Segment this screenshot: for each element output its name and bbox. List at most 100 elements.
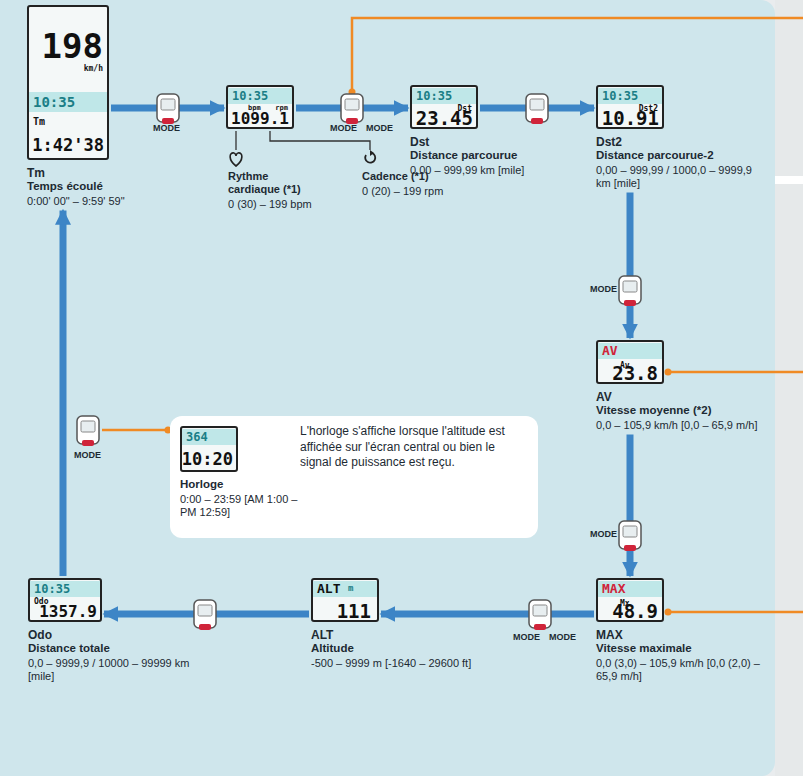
lcd-screen: 10:35Dst23.45 — [410, 85, 478, 129]
lcd-text: m — [348, 584, 353, 593]
lcd-screen: ALT m 111 — [311, 578, 379, 622]
value-range: 0,0 – 9999,9 / 10000 – 99999 km [mile] — [28, 657, 193, 683]
flow-arrow — [627, 434, 634, 576]
caption: Horloge0:00 – 23:59 [AM 1:00 – PM 12:59] — [180, 478, 305, 519]
sensor-caption: 0 (20) – 199 rpm — [362, 185, 443, 198]
caption: Dst2Distance parcourue-20,00 – 999,99 / … — [596, 135, 761, 191]
button-label: MODE — [153, 123, 180, 133]
mode-button-icon — [529, 600, 551, 630]
caption-title: Temps écoulé — [27, 180, 125, 194]
caption-title: Vitesse moyenne (*2) — [596, 404, 757, 418]
caption-title: Dst — [410, 135, 524, 149]
distance-screen: 10:35Dst23.45DstDistance parcourue0,00 –… — [410, 85, 524, 177]
value-range: 0:00 – 23:59 [AM 1:00 – PM 12:59] — [180, 493, 305, 519]
lcd-text: 198 — [42, 29, 103, 63]
lcd-screen: 364 10:20 — [180, 426, 238, 472]
leader-dots — [165, 89, 672, 616]
lcd-text: AV — [602, 344, 618, 357]
mode-button-icon — [526, 94, 548, 124]
caption-title: Tm — [27, 166, 125, 180]
max-speed-screen: MAXMx48.9MAXVitesse maximale0,0 (3,0) – … — [596, 578, 761, 684]
lcd-text: 23.45 — [416, 109, 473, 128]
lcd-screen: 10:35bpmrpm1099.1 — [226, 85, 294, 129]
cadence-icon-head — [370, 150, 374, 156]
leader-lines — [102, 18, 803, 612]
value-range: 0,00 – 999,99 / 1000,0 – 9999,9 km [mile… — [596, 164, 761, 190]
lcd-screen: 10:35Odo1357.9 — [28, 578, 102, 622]
lcd-text: ALT — [317, 582, 340, 595]
elapsed-time-screen: 198km/h10:35Tm1:42'38TmTemps écoulé0:00'… — [27, 5, 125, 208]
flow-arrow — [381, 611, 594, 618]
lcd-text: 111 — [337, 602, 371, 621]
button-label: MODE — [590, 529, 617, 539]
note-text: L'horloge s'affiche lorsque l'altitude e… — [300, 424, 528, 471]
odometer-screen: 10:35Odo1357.9OdoDistance totale0,0 – 99… — [28, 578, 193, 684]
caption-title: Distance parcourue-2 — [596, 149, 761, 163]
caption: ALTAltitude-500 – 9999 m [-1640 – 29600 … — [311, 628, 471, 670]
hr-leaders — [236, 131, 370, 150]
average-speed-screen: AVAv23.8AVVitesse moyenne (*2)0,0 – 105,… — [596, 340, 757, 432]
caption-title: Distance totale — [28, 642, 193, 656]
lcd-text: 10:20 — [182, 451, 233, 468]
lcd-text: 10:35 — [34, 583, 70, 595]
caption: AVVitesse moyenne (*2)0,0 – 105,9 km/h [… — [596, 390, 757, 432]
panel — [0, 0, 775, 776]
value-range: 0,0 (3,0) – 105,9 km/h [0,0 (2,0) – 65,9… — [596, 657, 761, 683]
caption-title: MAX — [596, 628, 761, 642]
distance2-screen: 10:35Dst210.91Dst2Distance parcourue-20,… — [596, 85, 761, 191]
caption: TmTemps écoulé0:00' 00" – 9:59' 59" — [27, 166, 125, 208]
lcd-text: km/h — [84, 65, 103, 73]
caption-title: Distance parcourue — [410, 149, 524, 163]
flow-arrow — [60, 210, 67, 576]
caption-title: Odo — [28, 628, 193, 642]
lcd-text: 364 — [186, 431, 208, 443]
sensor-caption: 0 (30) – 199 bpm — [228, 198, 312, 211]
caption-title: Dst2 — [596, 135, 761, 149]
value-range: -500 – 9999 m [-1640 – 29600 ft] — [311, 657, 471, 670]
value-range: 0,0 – 105,9 km/h [0,0 – 65,9 m/h] — [596, 419, 757, 432]
lcd-screen: 198 km/h 10:35Tm 1:42'38 — [27, 5, 109, 160]
button-label: MODE — [74, 450, 101, 460]
lcd-text: 1357.9 — [39, 604, 97, 620]
mode-button-icon — [157, 94, 179, 124]
lcd-text: 10:35 — [33, 95, 75, 109]
side-divider — [775, 176, 803, 184]
side-strip — [775, 0, 803, 776]
lcd-text: 23.8 — [612, 364, 658, 383]
caption-title: Horloge — [180, 478, 305, 492]
caption-title: Vitesse maximale — [596, 642, 761, 656]
button-label: MODE — [513, 632, 540, 642]
lcd-text: 1:42'38 — [32, 137, 104, 154]
button-label: MODE — [366, 123, 393, 133]
clock-callout: 364 10:20Horloge0:00 – 23:59 [AM 1:00 – P… — [170, 416, 538, 538]
lcd-text: 10.91 — [602, 109, 659, 128]
lcd-screen: AVAv23.8 — [596, 340, 664, 384]
lcd-text: 10:35 — [602, 90, 638, 102]
lcd-text: 10:35 — [416, 90, 452, 102]
caption-title: Altitude — [311, 642, 471, 656]
lcd-screen: MAXMx48.9 — [596, 578, 664, 622]
caption: OdoDistance totale0,0 – 9999,9 / 10000 –… — [28, 628, 193, 684]
sensor-caption: Rythme cardiaque (*1) — [228, 170, 320, 195]
lcd-text: 109 — [231, 111, 260, 127]
heart-cadence-screen: 10:35bpmrpm1099.1 — [226, 85, 294, 129]
value-range: 0:00' 00" – 9:59' 59" — [27, 195, 125, 208]
lcd-text: MAX — [602, 582, 625, 595]
caption-title: AV — [596, 390, 757, 404]
lcd-text: 9.1 — [260, 111, 289, 127]
lcd-text: 48.9 — [612, 602, 658, 621]
button-label: MODE — [330, 123, 357, 133]
heart-icon — [230, 153, 242, 166]
mode-button-icon — [619, 276, 641, 306]
sensor-caption: Cadence (*1) — [362, 170, 429, 183]
button-label: MODE — [590, 284, 617, 294]
mode-button-icon — [619, 521, 641, 551]
caption-title: ALT — [311, 628, 471, 642]
lcd-text: Tm — [33, 117, 45, 127]
caption: MAXVitesse maximale0,0 (3,0) – 105,9 km/… — [596, 628, 761, 684]
mode-button-icon — [194, 600, 216, 630]
mode-button-icon — [341, 94, 363, 124]
lcd-text: 10:35 — [232, 90, 268, 102]
button-label: MODE — [549, 632, 576, 642]
lcd-screen: 10:35Dst210.91 — [596, 85, 664, 129]
